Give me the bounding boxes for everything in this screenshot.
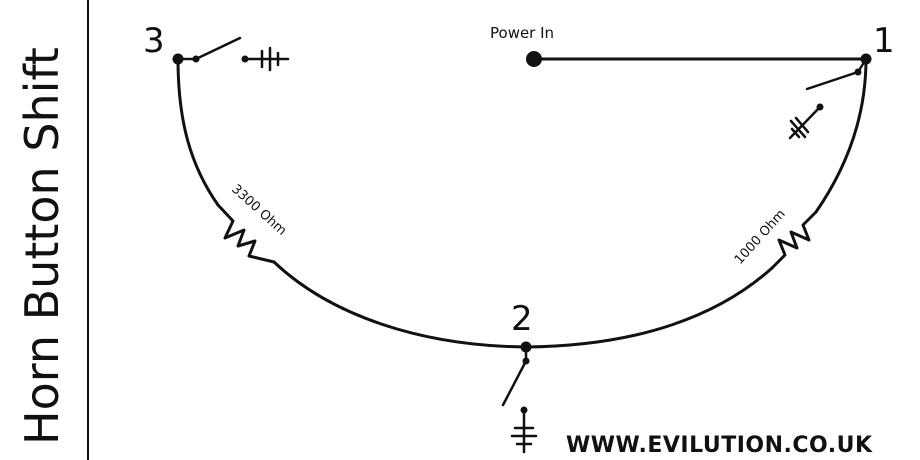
node-2-switch bbox=[501, 345, 530, 407]
node-2-label: 2 bbox=[511, 299, 533, 339]
right-resistor bbox=[770, 210, 818, 270]
power-in-label: Power In bbox=[490, 24, 554, 42]
left-resistor-label: 3300 Ohm bbox=[228, 182, 289, 239]
website-url: WWW.EVILUTION.CO.UK bbox=[566, 433, 873, 458]
diagram-title: Horn Button Shift bbox=[15, 47, 69, 445]
node-3-switch bbox=[176, 36, 242, 63]
node-3-label: 3 bbox=[143, 21, 165, 61]
power-in-terminal bbox=[526, 51, 542, 67]
right-arc-wire-lower bbox=[524, 266, 774, 349]
node-1-label: 1 bbox=[873, 21, 895, 61]
left-arc-wire-upper bbox=[176, 57, 220, 207]
node-1-ground-icon bbox=[788, 103, 824, 140]
left-resistor bbox=[216, 203, 276, 264]
right-arc-wire-upper bbox=[814, 57, 868, 214]
left-arc-wire-lower bbox=[272, 260, 528, 349]
node-3-ground-icon bbox=[241, 46, 290, 72]
node-2-ground-icon bbox=[510, 406, 538, 454]
node-1-switch bbox=[805, 57, 868, 91]
